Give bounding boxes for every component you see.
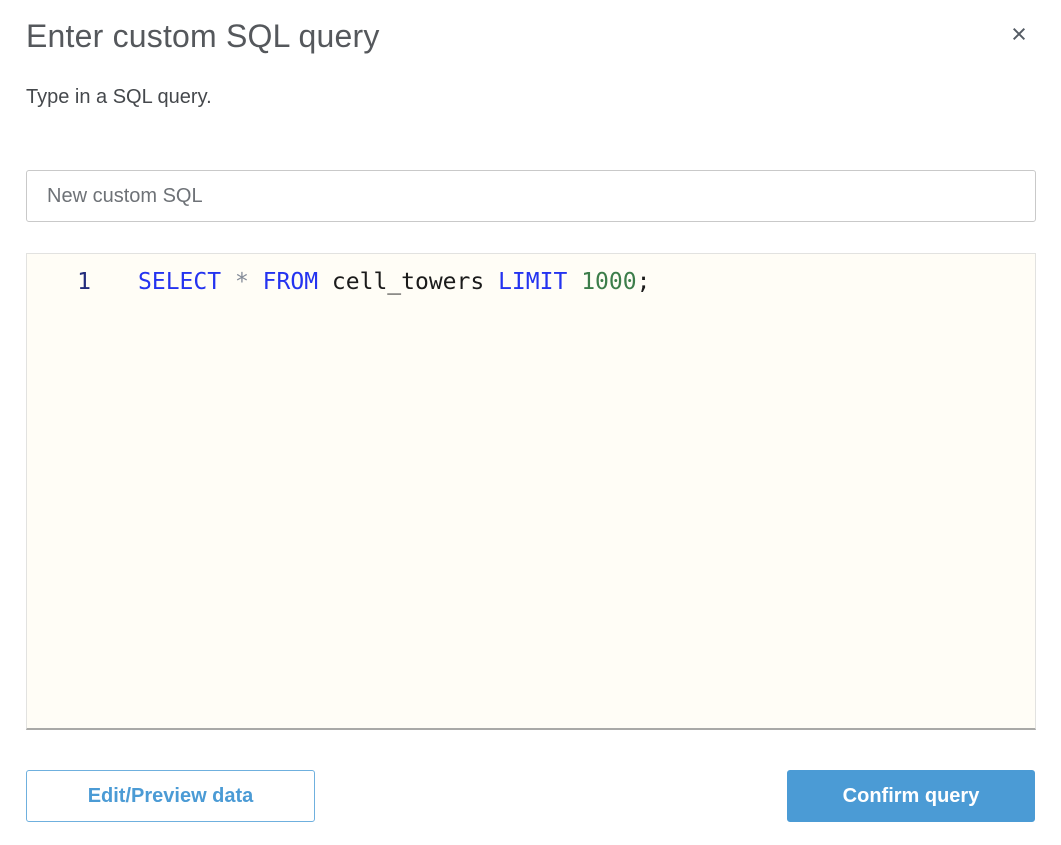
edit-preview-data-button[interactable]: Edit/Preview data — [26, 770, 315, 822]
line-number-gutter: 1 — [27, 254, 91, 728]
close-icon[interactable]: × — [1005, 20, 1033, 48]
dialog-subtitle: Type in a SQL query. — [26, 86, 212, 108]
code-token: ; — [636, 269, 651, 295]
code-token: cell_towers — [318, 269, 499, 295]
code-token: 1000 — [581, 269, 637, 295]
dialog-footer: Edit/Preview data Confirm query — [26, 770, 1035, 822]
dialog-title: Enter custom SQL query — [26, 18, 380, 54]
sql-code-editor[interactable]: 1 SELECT * FROM cell_towers LIMIT 1000; — [26, 253, 1036, 730]
line-number: 1 — [77, 269, 91, 295]
code-token — [567, 269, 581, 295]
query-name-input[interactable] — [26, 170, 1036, 222]
code-token: * — [234, 269, 249, 295]
code-line[interactable]: SELECT * FROM cell_towers LIMIT 1000; — [91, 254, 1035, 728]
code-token — [221, 269, 235, 295]
code-token: SELECT — [138, 269, 222, 295]
code-token: FROM — [262, 269, 319, 295]
code-token: LIMIT — [498, 269, 568, 295]
code-token — [249, 269, 263, 295]
confirm-query-button[interactable]: Confirm query — [787, 770, 1035, 822]
